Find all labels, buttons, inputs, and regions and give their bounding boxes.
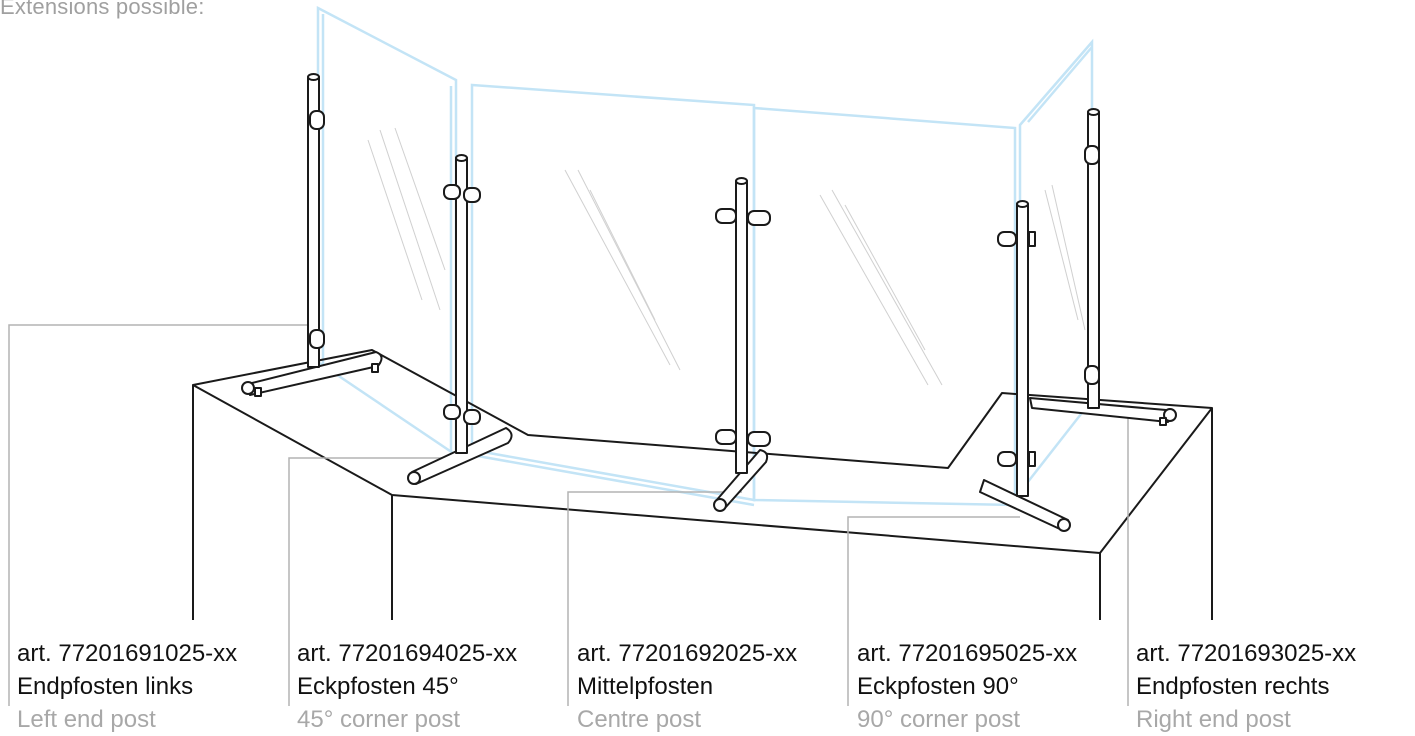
label-corner-45-post: art. 77201694025-xx Eckpfosten 45° 45° c… xyxy=(297,637,517,736)
glass-panel-middle-left xyxy=(470,83,756,502)
glass-panel-middle-right xyxy=(752,106,1017,507)
counter-block xyxy=(192,349,1213,620)
leader-centre xyxy=(567,491,742,706)
german-name: Eckpfosten 45° xyxy=(297,673,459,700)
article-number: art. 77201692025-xx xyxy=(577,640,798,667)
english-name: Centre post xyxy=(577,706,702,733)
post-corner-90 xyxy=(979,200,1071,532)
leader-corner-45 xyxy=(288,457,462,706)
german-name: Endpfosten links xyxy=(17,673,194,700)
english-name: Left end post xyxy=(17,706,156,733)
label-centre-post: art. 77201692025-xx Mittelpfosten Centre… xyxy=(577,637,797,736)
label-corner-90-post: art. 77201695025-xx Eckpfosten 90° 90° c… xyxy=(857,637,1077,736)
post-left-end xyxy=(241,73,383,397)
post-right-end xyxy=(1029,108,1177,426)
extensions-heading: Extensions possible: xyxy=(0,0,205,19)
english-name: Right end post xyxy=(1136,706,1291,733)
german-name: Eckpfosten 90° xyxy=(857,673,1019,700)
english-name: 90° corner post xyxy=(857,706,1021,733)
glass-panel-right xyxy=(1018,38,1094,496)
leader-left-end xyxy=(8,324,308,706)
article-number: art. 77201693025-xx xyxy=(1136,640,1357,667)
label-right-end-post: art. 77201693025-xx Endpfosten rechts Ri… xyxy=(1136,637,1356,736)
glass-panel-left xyxy=(316,5,458,458)
glass-reflections xyxy=(367,127,1086,386)
leader-lines xyxy=(8,324,1129,706)
article-number: art. 77201695025-xx xyxy=(857,640,1078,667)
post-corner-45 xyxy=(407,154,513,485)
german-name: Endpfosten rechts xyxy=(1136,673,1330,700)
article-number: art. 77201691025-xx xyxy=(17,640,238,667)
article-number: art. 77201694025-xx xyxy=(297,640,518,667)
leader-corner-90 xyxy=(847,516,1020,706)
post-centre xyxy=(713,177,771,512)
posts xyxy=(241,73,1177,532)
english-name: 45° corner post xyxy=(297,706,461,733)
german-name: Mittelpfosten xyxy=(577,673,714,700)
label-left-end-post: art. 77201691025-xx Endpfosten links Lef… xyxy=(17,637,237,736)
